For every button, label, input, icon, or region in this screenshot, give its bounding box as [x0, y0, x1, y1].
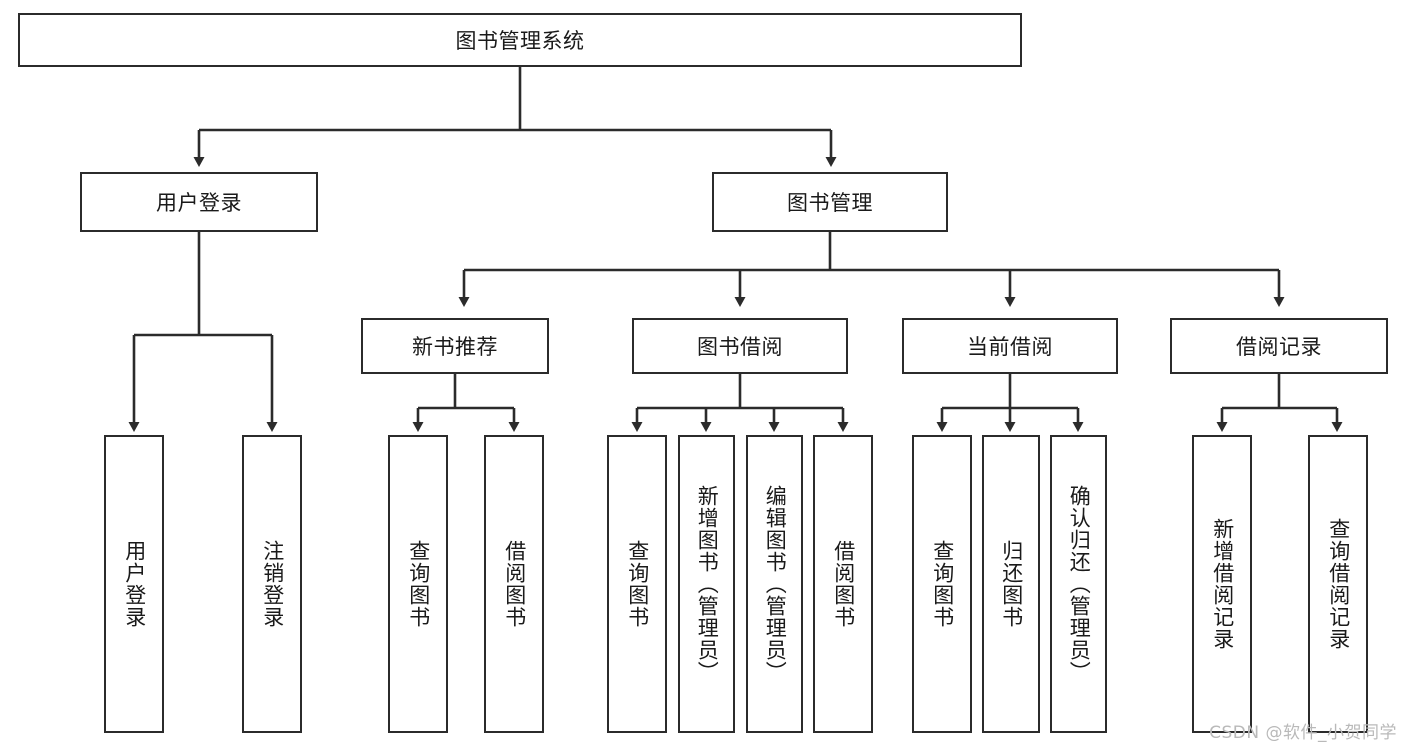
node-book-management[interactable]: 图书管理 — [712, 172, 948, 232]
leaf-label: 查询图书 — [930, 540, 955, 628]
node-new-book-recommend-label: 新书推荐 — [412, 335, 498, 359]
leaf-label: 借阅图书 — [831, 540, 856, 628]
leaf-label: 新增图书（管理员） — [695, 485, 720, 683]
leaf-user-login-logout[interactable]: 注销登录 — [242, 435, 302, 733]
leaf-label: 归还图书 — [999, 540, 1024, 628]
node-book-management-label: 图书管理 — [787, 191, 873, 215]
leaf-current-confirm-return-admin[interactable]: 确认归还（管理员） — [1050, 435, 1107, 733]
leaf-borrow-edit-book-admin[interactable]: 编辑图书（管理员） — [746, 435, 803, 733]
leaf-label: 新增借阅记录 — [1210, 518, 1235, 650]
leaf-label: 借阅图书 — [502, 540, 527, 628]
node-borrow-records[interactable]: 借阅记录 — [1170, 318, 1388, 374]
node-root-label: 图书管理系统 — [455, 29, 585, 53]
node-borrow-records-label: 借阅记录 — [1236, 335, 1322, 359]
node-new-book-recommend[interactable]: 新书推荐 — [361, 318, 549, 374]
leaf-borrow-borrow-book[interactable]: 借阅图书 — [813, 435, 873, 733]
leaf-label: 注销登录 — [260, 540, 285, 628]
node-current-borrow[interactable]: 当前借阅 — [902, 318, 1118, 374]
leaf-label: 编辑图书（管理员） — [763, 485, 788, 683]
node-user-login-label: 用户登录 — [156, 191, 242, 215]
leaf-current-return-book[interactable]: 归还图书 — [982, 435, 1040, 733]
node-current-borrow-label: 当前借阅 — [967, 335, 1053, 359]
leaf-recommend-borrow-book[interactable]: 借阅图书 — [484, 435, 544, 733]
leaf-user-login-login[interactable]: 用户登录 — [104, 435, 164, 733]
leaf-label: 查询借阅记录 — [1326, 518, 1351, 650]
leaf-recommend-query-book[interactable]: 查询图书 — [388, 435, 448, 733]
node-book-borrow[interactable]: 图书借阅 — [632, 318, 848, 374]
leaf-records-add-record[interactable]: 新增借阅记录 — [1192, 435, 1252, 733]
leaf-label: 用户登录 — [122, 540, 147, 628]
node-book-borrow-label: 图书借阅 — [697, 335, 783, 359]
node-root[interactable]: 图书管理系统 — [18, 13, 1022, 67]
leaf-current-query-book[interactable]: 查询图书 — [912, 435, 972, 733]
watermark: CSDN @软件_小贺同学 — [1209, 723, 1397, 743]
leaf-label: 查询图书 — [625, 540, 650, 628]
leaf-label: 查询图书 — [406, 540, 431, 628]
leaf-label: 确认归还（管理员） — [1067, 485, 1092, 683]
leaf-records-query-record[interactable]: 查询借阅记录 — [1308, 435, 1368, 733]
node-user-login[interactable]: 用户登录 — [80, 172, 318, 232]
leaf-borrow-query-book[interactable]: 查询图书 — [607, 435, 667, 733]
leaf-borrow-add-book-admin[interactable]: 新增图书（管理员） — [678, 435, 735, 733]
